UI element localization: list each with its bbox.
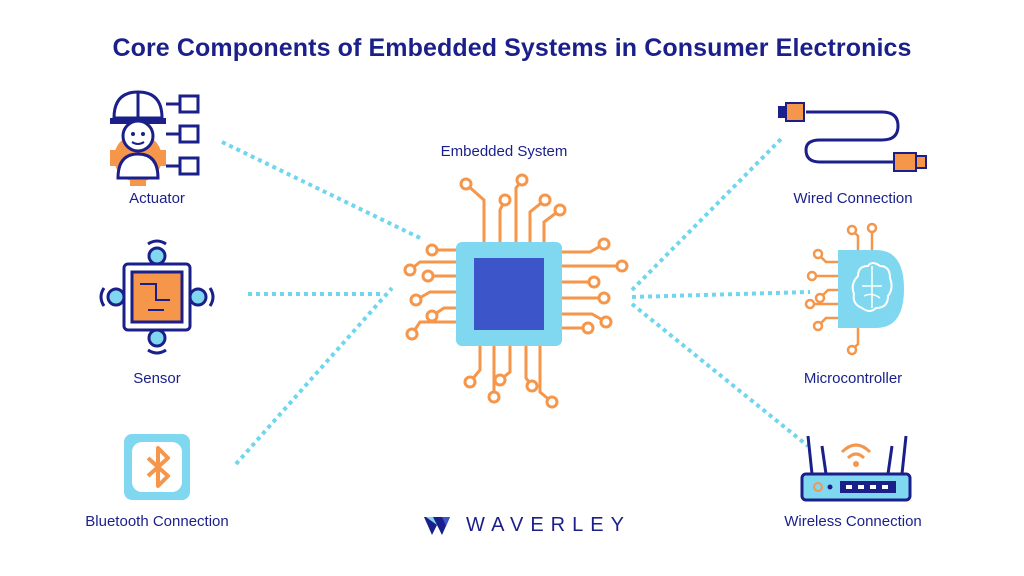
label-actuator: Actuator: [129, 190, 185, 207]
connector-wireless: [630, 302, 810, 448]
label-embedded-system: Embedded System: [440, 143, 568, 160]
label-wired: Wired Connection: [793, 190, 913, 207]
label-bluetooth: Bluetooth Connection: [85, 513, 229, 530]
label-microcontroller: Microcontroller: [803, 370, 903, 387]
connector-wired: [630, 136, 784, 292]
sensor-chip-icon: [99, 239, 215, 355]
diagram-title: Core Components of Embedded Systems in C…: [112, 34, 912, 62]
connector-actuator: [221, 140, 421, 240]
connector-bluetooth: [234, 286, 394, 466]
microchip-icon: [403, 173, 629, 409]
label-sensor: Sensor: [133, 370, 181, 387]
worker-gear-icon: [110, 90, 200, 186]
brain-chip-icon: [804, 222, 904, 356]
waverley-logo-icon: [424, 516, 450, 535]
router-icon: [800, 435, 912, 502]
connector-microcontroller: [631, 290, 811, 299]
brand-name: WAVERLEY: [466, 514, 631, 536]
cable-icon: [778, 102, 927, 172]
bluetooth-icon: [124, 434, 190, 500]
connector-lines: [221, 136, 811, 466]
brand: WAVERLEY: [424, 514, 631, 537]
label-wireless: Wireless Connection: [784, 513, 922, 530]
